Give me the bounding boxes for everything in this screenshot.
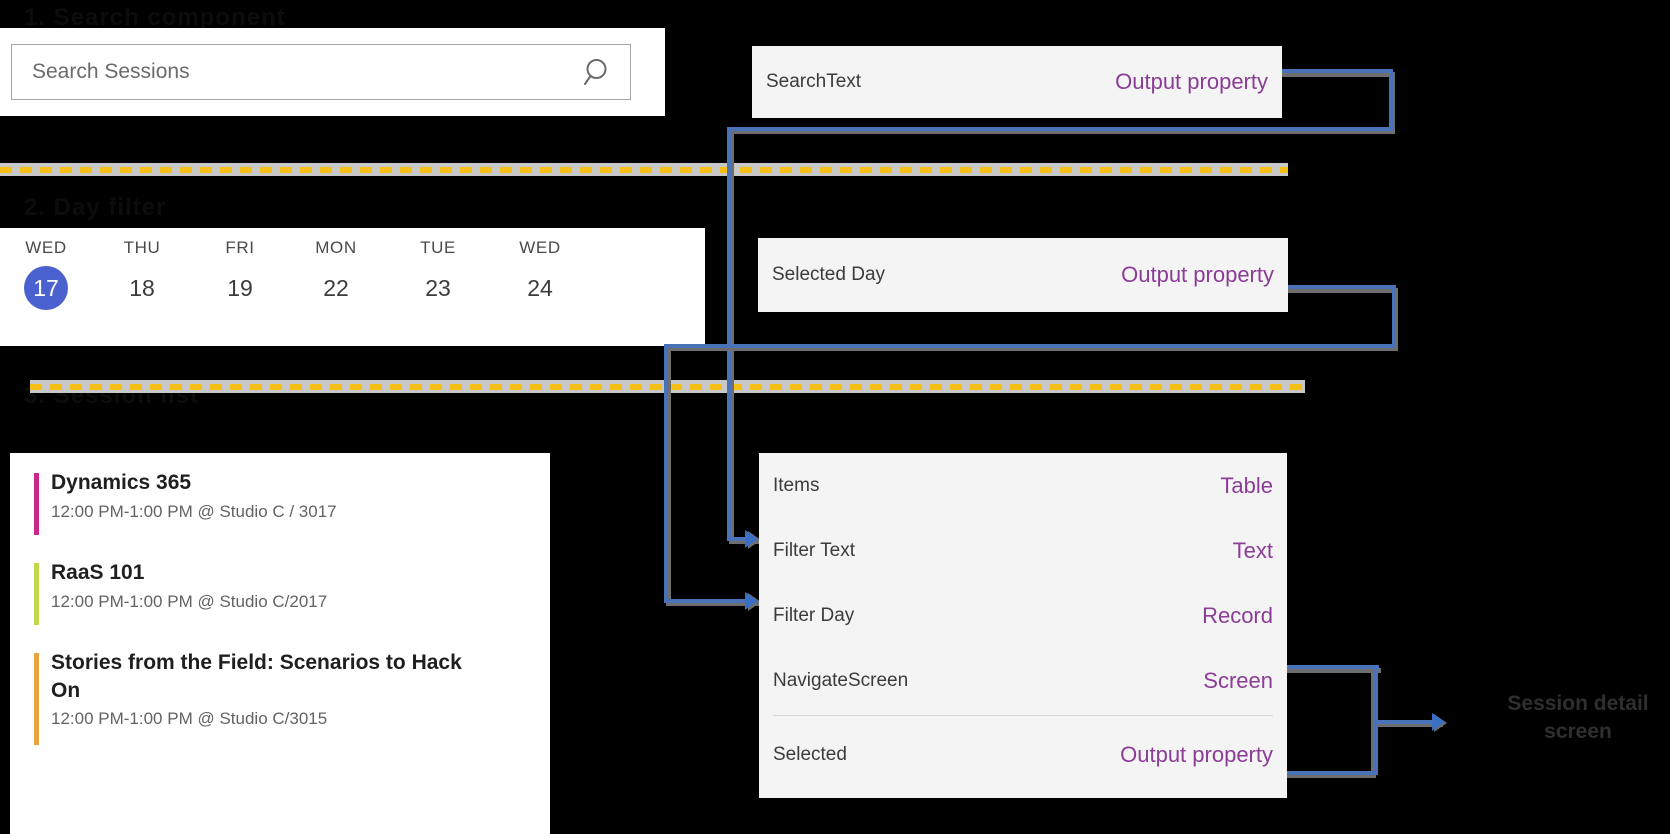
- property-row-selected-day[interactable]: Selected Day Output property: [758, 238, 1288, 312]
- day-cell-4[interactable]: TUE 23: [392, 238, 484, 310]
- connector-shadow: [1283, 773, 1376, 778]
- session-accent-bar: [34, 653, 39, 745]
- property-card-divider: [773, 715, 1273, 716]
- connector-selectedday-to-filterday: [1392, 285, 1396, 348]
- session-list-property-card: Items Table Filter Text Text Filter Day …: [759, 453, 1287, 798]
- property-name: Items: [773, 474, 820, 496]
- day-cell-2[interactable]: FRI 19: [194, 238, 286, 310]
- connector-shadow: [729, 129, 734, 544]
- session-accent-bar: [34, 473, 39, 535]
- property-row-items[interactable]: Items Table: [759, 453, 1287, 518]
- connector-searchtext-to-filtertext: [727, 127, 1393, 131]
- day-number: 17: [0, 266, 92, 310]
- day-cell-5[interactable]: WED 24: [494, 238, 586, 310]
- list-item[interactable]: Stories from the Field: Scenarios to Hac…: [34, 649, 464, 745]
- property-row-selected[interactable]: Selected Output property: [759, 713, 1287, 796]
- day-cell-0[interactable]: WED 17: [0, 238, 92, 310]
- property-value: Record: [1202, 602, 1273, 628]
- connector-shadow: [729, 129, 1395, 134]
- session-title: Stories from the Field: Scenarios to Hac…: [51, 651, 462, 702]
- connector-selectedday-to-filterday: [1278, 285, 1396, 289]
- connector-shadow: [1275, 72, 1395, 77]
- session-list-component: Dynamics 365 12:00 PM-1:00 PM @ Studio C…: [10, 453, 550, 834]
- property-name: Filter Day: [773, 604, 855, 626]
- arrow-icon: [1432, 713, 1445, 731]
- session-title: RaaS 101: [51, 561, 145, 584]
- property-name: SearchText: [766, 71, 862, 92]
- day-name: TUE: [420, 238, 456, 257]
- session-meta: 12:00 PM-1:00 PM @ Studio C / 3017: [51, 501, 337, 521]
- connector-selectedday-to-filterday: [664, 599, 756, 603]
- list-item[interactable]: RaaS 101 12:00 PM-1:00 PM @ Studio C/201…: [34, 559, 514, 625]
- search-input-placeholder: Search Sessions: [32, 60, 190, 83]
- search-section-heading: 1. Search component: [24, 4, 286, 31]
- property-name: Selected: [773, 743, 847, 765]
- list-item[interactable]: Dynamics 365 12:00 PM-1:00 PM @ Studio C…: [34, 469, 514, 535]
- connector-shadow: [1280, 288, 1398, 293]
- detail-screen-label-line2: screen: [1544, 720, 1612, 743]
- search-icon[interactable]: [582, 56, 614, 88]
- day-name: WED: [25, 238, 67, 257]
- property-value: Output property: [1115, 69, 1268, 94]
- property-name: Selected Day: [772, 264, 886, 285]
- property-row-filter-day[interactable]: Filter Day Record: [759, 583, 1287, 648]
- property-value: Output property: [1121, 262, 1274, 287]
- property-row-searchtext[interactable]: SearchText Output property: [752, 46, 1282, 118]
- day-name: THU: [123, 238, 161, 257]
- session-accent-bar: [34, 563, 39, 625]
- day-strip-component: WED 17 THU 18 FRI 19 MON 22 TUE 23 WED 2…: [0, 228, 705, 346]
- arrow-icon: [745, 530, 758, 548]
- day-number: 23: [425, 275, 451, 301]
- connector-searchtext-to-filtertext: [1275, 69, 1393, 73]
- search-component-panel: Search Sessions: [0, 28, 665, 116]
- property-value: Text: [1232, 537, 1273, 563]
- day-name: WED: [519, 238, 561, 257]
- property-row-navigate-screen[interactable]: NavigateScreen Screen: [759, 648, 1287, 713]
- day-section-heading: 2. Day filter: [24, 194, 167, 221]
- session-title: Dynamics 365: [51, 471, 192, 494]
- connector-shadow: [666, 346, 1398, 351]
- connector-selectedday-to-filterday: [664, 344, 668, 603]
- dashed-divider-1: [0, 163, 1288, 176]
- day-number: 18: [129, 275, 155, 301]
- arrow-icon: [745, 592, 758, 610]
- connector-to-detail-screen: [1281, 665, 1379, 669]
- connector-to-detail-screen: [1374, 720, 1442, 724]
- day-name: FRI: [225, 238, 255, 257]
- property-name: NavigateScreen: [773, 669, 909, 691]
- session-meta: 12:00 PM-1:00 PM @ Studio C/2017: [51, 591, 328, 611]
- connector-searchtext-to-filtertext: [727, 127, 731, 541]
- day-cell-3[interactable]: MON 22: [290, 238, 382, 310]
- connector-shadow: [666, 601, 764, 606]
- day-number: 19: [227, 275, 253, 301]
- property-name: Filter Text: [773, 539, 856, 561]
- detail-screen-label-line1: Session detail: [1507, 692, 1649, 715]
- property-value: Output property: [1120, 741, 1273, 767]
- day-cell-1[interactable]: THU 18: [96, 238, 188, 310]
- day-component-property-card: Selected Day Output property: [758, 238, 1288, 312]
- connector-shadow: [666, 346, 671, 606]
- day-number: 22: [323, 275, 349, 301]
- day-number-badge: 17: [24, 266, 68, 310]
- property-value: Table: [1220, 472, 1273, 498]
- connector-selectedday-to-filterday: [664, 344, 1396, 348]
- connector-to-detail-screen: [1281, 771, 1378, 775]
- connector-shadow: [1371, 722, 1443, 727]
- connector-shadow: [1283, 668, 1381, 673]
- connector-searchtext-to-filtertext: [727, 537, 757, 541]
- property-row-filter-text[interactable]: Filter Text Text: [759, 518, 1287, 583]
- day-number: 24: [527, 275, 553, 301]
- session-meta: 12:00 PM-1:00 PM @ Studio C/3015: [51, 709, 328, 729]
- day-name: MON: [315, 238, 357, 257]
- search-input[interactable]: Search Sessions: [11, 44, 631, 100]
- property-value: Screen: [1203, 667, 1273, 693]
- search-component-property-card: SearchText Output property: [752, 46, 1282, 118]
- connector-searchtext-to-filtertext: [1389, 69, 1393, 131]
